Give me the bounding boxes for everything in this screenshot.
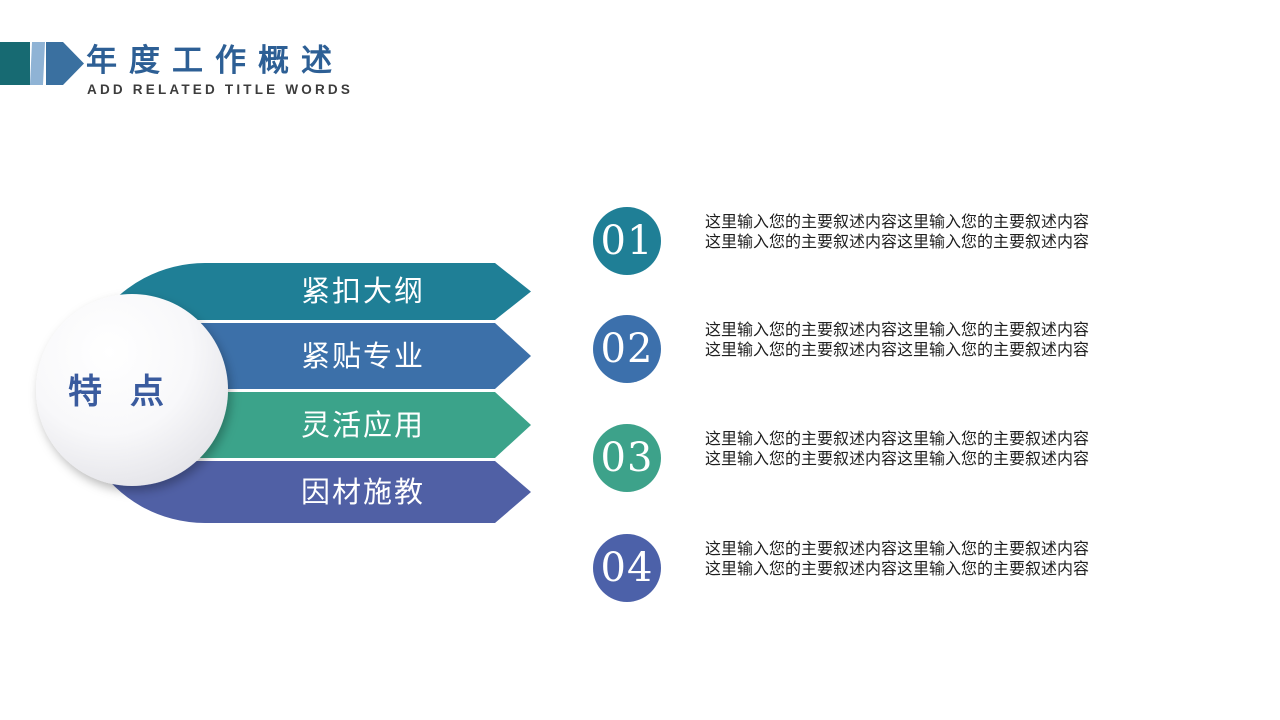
banner-label-1: 紧扣大纲 — [301, 275, 425, 308]
banner-label-2: 紧贴专业 — [301, 340, 425, 373]
banner-arrow-1 — [97, 263, 532, 320]
feature-circle — [36, 294, 228, 486]
banner-arrow-4 — [94, 461, 531, 523]
item-number-4: 04 — [600, 545, 654, 591]
item-number-2: 02 — [600, 326, 654, 372]
item-number-badge-1: 01 — [593, 207, 661, 275]
item-row-1: 01 这里输入您的主要叙述内容这里输入您的主要叙述内容这里输入您的主要叙述内容这… — [593, 207, 1103, 275]
item-row-3: 03 这里输入您的主要叙述内容这里输入您的主要叙述内容这里输入您的主要叙述内容这… — [593, 424, 1103, 492]
feature-diagram: 紧扣大纲 紧贴专业 灵活应用 因材施教 特点 — [36, 263, 532, 523]
item-number-badge-3: 03 — [593, 424, 661, 492]
item-number-badge-4: 04 — [593, 534, 661, 602]
item-description-2: 这里输入您的主要叙述内容这里输入您的主要叙述内容这里输入您的主要叙述内容这里输入… — [705, 320, 1090, 359]
item-row-2: 02 这里输入您的主要叙述内容这里输入您的主要叙述内容这里输入您的主要叙述内容这… — [593, 315, 1103, 383]
decoration-stripe — [30, 42, 45, 85]
item-number-1: 01 — [600, 218, 654, 264]
feature-label: 特点 — [68, 372, 192, 412]
item-row-4: 04 这里输入您的主要叙述内容这里输入您的主要叙述内容这里输入您的主要叙述内容这… — [593, 534, 1103, 602]
page-subtitle: ADD RELATED TITLE WORDS — [87, 82, 354, 97]
banner-label-4: 因材施教 — [301, 476, 425, 509]
item-description-4: 这里输入您的主要叙述内容这里输入您的主要叙述内容这里输入您的主要叙述内容这里输入… — [705, 539, 1090, 578]
item-number-3: 03 — [600, 435, 654, 481]
header-decoration — [0, 42, 84, 85]
decoration-arrow-icon — [46, 42, 84, 85]
decoration-square — [0, 42, 30, 85]
item-number-badge-2: 02 — [593, 315, 661, 383]
item-description-3: 这里输入您的主要叙述内容这里输入您的主要叙述内容这里输入您的主要叙述内容这里输入… — [705, 429, 1090, 468]
page-title: 年度工作概述 — [86, 43, 344, 79]
item-description-1: 这里输入您的主要叙述内容这里输入您的主要叙述内容这里输入您的主要叙述内容这里输入… — [705, 212, 1090, 251]
banner-label-3: 灵活应用 — [301, 409, 425, 442]
